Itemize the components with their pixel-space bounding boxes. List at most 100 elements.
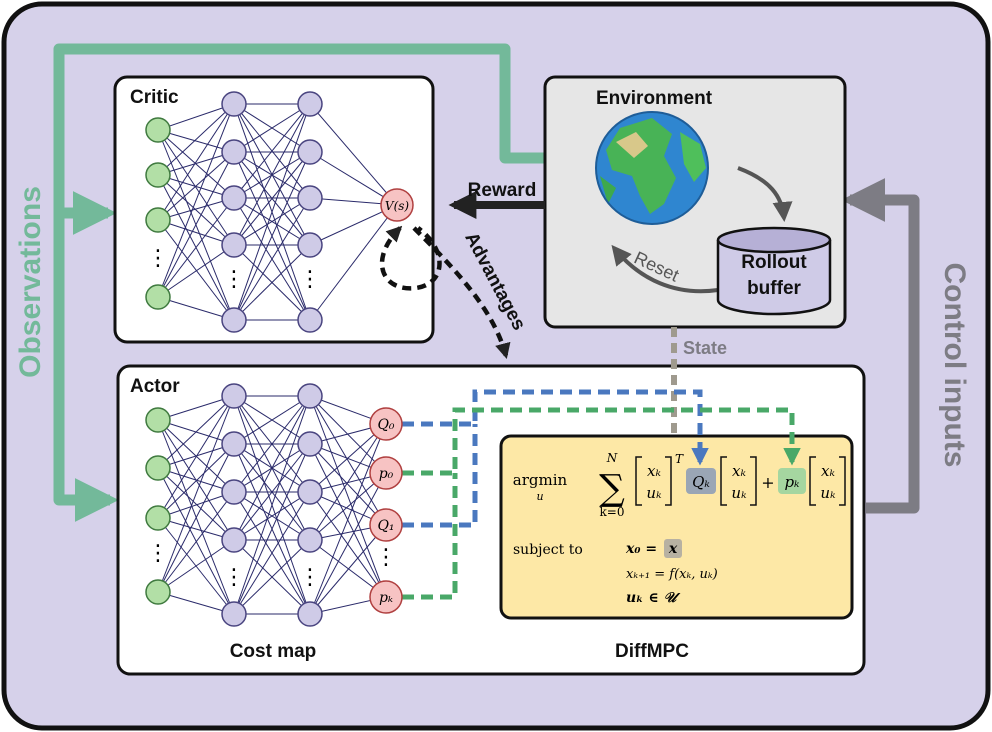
critic-edge: [157, 219, 235, 246]
actor-edge: [157, 517, 235, 541]
actor-edge: [309, 423, 387, 541]
sum-symbol: ∑: [599, 468, 625, 509]
actor-edge: [157, 591, 235, 615]
critic-edge: [157, 103, 235, 221]
actor-edge: [233, 395, 311, 541]
critic-hidden-node: [297, 91, 323, 117]
actor-hidden-node: [297, 431, 323, 457]
q1-connector: [402, 424, 478, 528]
critic-input-node: [145, 162, 171, 188]
constraint-2: xₖ₊₁ = f(xₖ, uₖ): [626, 567, 718, 582]
critic-hidden-node: [297, 232, 323, 258]
control-inputs-label: Control inputs: [938, 263, 971, 468]
actor-edge: [233, 395, 311, 615]
critic-edge: [233, 151, 311, 321]
cost-map-label: Cost map: [230, 641, 317, 662]
critic-output-node: [380, 188, 414, 222]
actor-hidden-node: [221, 431, 247, 457]
critic-edge: [157, 151, 235, 298]
critic-edge: [157, 103, 235, 298]
critic-hidden-node: [297, 185, 323, 211]
actor-input-node: [145, 455, 171, 481]
bracket-left-3: [809, 456, 816, 506]
actor-q0-label: Q₀: [377, 417, 394, 433]
p0-connector: [402, 407, 801, 476]
critic-network: [145, 91, 398, 333]
critic-edge: [233, 103, 311, 199]
actor-hidden-node: [221, 383, 247, 409]
critic-edge: [157, 129, 235, 153]
actor-edge: [157, 395, 235, 519]
actor-q1-label: Q₁: [377, 518, 394, 534]
actor-edge: [157, 443, 235, 593]
state-label: State: [683, 338, 727, 358]
actor-edge: [157, 467, 235, 493]
vec2-xk: xₖ: [732, 462, 746, 480]
critic-edge: [157, 174, 235, 246]
bracket-left-1: [635, 456, 642, 506]
critic-edge: [233, 151, 311, 246]
critic-edges: [157, 103, 398, 321]
cost-connectors: [402, 389, 801, 600]
actor-edge: [233, 395, 311, 445]
critic-title: Critic: [130, 87, 179, 108]
sum-top: N: [606, 451, 618, 465]
critic-edge: [233, 244, 311, 321]
rollout-buffer-label-2: buffer: [747, 278, 801, 299]
critic-output-label: V(s): [385, 199, 410, 213]
actor-output-dots: ⋮: [375, 544, 397, 569]
critic-edge: [157, 151, 235, 176]
critic-edge: [157, 151, 235, 221]
actor-edges: [157, 395, 387, 615]
critic-hidden-node: [221, 307, 247, 333]
critic-edge: [157, 103, 235, 176]
actor-edge: [157, 467, 235, 541]
actor-edge: [309, 443, 387, 598]
critic-hidden-node: [221, 185, 247, 211]
critic-edge: [157, 103, 235, 131]
actor-edge: [233, 443, 311, 541]
bracket-left-2: [720, 456, 727, 506]
actor-edge: [157, 467, 235, 615]
actor-edge: [309, 395, 387, 526]
critic-edge: [233, 197, 311, 321]
actor-hidden-node: [221, 601, 247, 627]
actor-pk-node: [369, 580, 403, 614]
critic-hidden-node: [297, 139, 323, 165]
actor-edge: [233, 443, 311, 615]
actor-hidden-node: [297, 601, 323, 627]
critic-hidden2-dots: ⋮: [299, 266, 321, 291]
critic-input-node: [145, 207, 171, 233]
actor-edge: [233, 395, 311, 493]
critic-hidden-node: [221, 139, 247, 165]
critic-input-node: [145, 284, 171, 310]
actor-p0-node: [369, 456, 403, 490]
actor-edge: [309, 423, 387, 615]
actor-edge: [233, 539, 311, 615]
actor-q1-node: [369, 508, 403, 542]
actor-input-node: [145, 505, 171, 531]
critic-input-node: [145, 117, 171, 143]
constraint-1-lhs: x₀ =: [625, 541, 657, 557]
actor-edge: [309, 395, 387, 598]
critic-hidden-node: [297, 307, 323, 333]
rollout-buffer-label-1: Rollout: [741, 252, 807, 273]
actor-input-dots: ⋮: [147, 540, 169, 565]
reward-label: Reward: [468, 180, 537, 201]
actor-title: Actor: [130, 376, 180, 397]
diffmpc-label: DiffMPC: [615, 641, 689, 662]
actor-input-node: [145, 407, 171, 433]
advantages-arrow: [412, 226, 511, 360]
actor-edge: [309, 472, 387, 541]
pk-connector: [402, 473, 458, 600]
transpose-mark: T: [675, 452, 684, 466]
qk-text: Qₖ: [692, 473, 710, 491]
critic-edge: [157, 219, 235, 321]
actor-pk-label: pₖ: [379, 590, 393, 606]
env-to-buffer-arrow: [737, 166, 793, 222]
observations-label: Observations: [14, 186, 47, 378]
bracket-right-2: [750, 456, 757, 506]
actor-edge: [157, 395, 235, 469]
actor-edge: [309, 472, 387, 615]
actor-input-node: [145, 579, 171, 605]
